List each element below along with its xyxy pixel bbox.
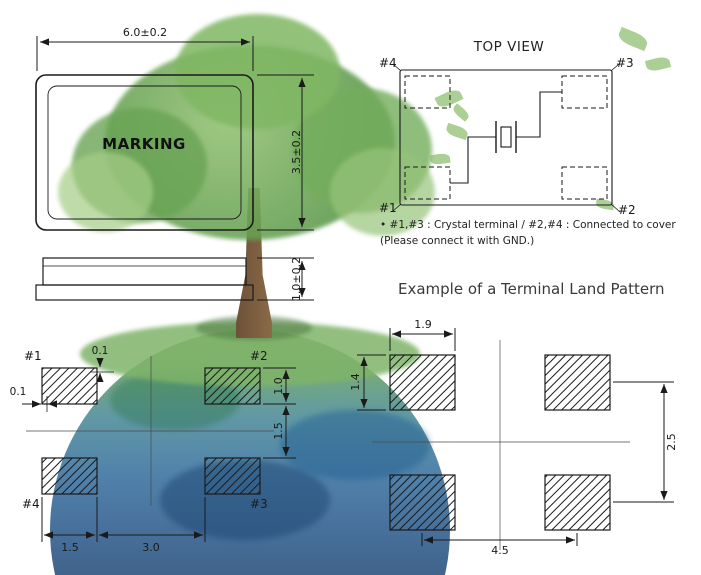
example-dim-col-pitch-label: 4.5: [491, 544, 509, 557]
land-pattern-pad1-label: #1: [24, 349, 42, 363]
top-view-title: TOP VIEW: [473, 39, 545, 55]
dim-pad-gap-label: 3.0: [142, 541, 160, 554]
land-pattern-example-heading: Example of a Terminal Land Pattern: [398, 280, 665, 298]
foliage-blob: [175, 14, 340, 129]
pad4-dashed: [404, 75, 451, 109]
pad2-dashed: [561, 166, 608, 200]
pad1-hatched: [41, 367, 98, 405]
pad3-hatched: [204, 457, 261, 495]
side-view-outline: [35, 257, 314, 301]
pad3-dashed: [561, 75, 608, 109]
land-pattern-pad4-label: #4: [22, 497, 40, 511]
front-height-dim-label: 3.5±0.2: [290, 129, 303, 175]
marking-label: MARKING: [102, 135, 186, 153]
example-pad-hatched: [544, 474, 611, 531]
example-pad-hatched: [544, 354, 611, 411]
top-view-diagram: [392, 63, 621, 213]
dim-offset-top-label: 0.1: [91, 345, 109, 357]
front-width-dim-label: 6.0±0.2: [122, 26, 168, 39]
example-dim-row-pitch-label: 2.5: [665, 433, 678, 451]
land-pattern-example-drawing: [357, 328, 674, 550]
top-view-pad4-label: #4: [379, 56, 397, 70]
terminal-note-line1: • #1,#3 : Crystal terminal / #2,#4 : Con…: [380, 219, 676, 231]
pad4-hatched: [41, 457, 98, 495]
dim-offset-left-label: 0.1: [9, 386, 27, 398]
example-dim-pad-width-label: 1.9: [414, 318, 432, 331]
example-dim-pad-height-label: 1.4: [349, 373, 362, 391]
front-view-outline: [35, 36, 314, 231]
side-thickness-dim-label: 1.0±0.2: [290, 256, 303, 302]
terminal-note-line2: (Please connect it with GND.): [380, 235, 535, 247]
example-pad-hatched: [389, 474, 456, 531]
example-pad-hatched: [389, 354, 456, 411]
pad1-dashed: [404, 166, 451, 200]
top-view-pad1-label: #1: [379, 201, 397, 215]
top-view-pad2-label: #2: [618, 203, 636, 217]
dim-pad-width-label: 1.5: [61, 541, 79, 554]
land-pattern-pad2-label: #2: [250, 349, 268, 363]
top-view-pad3-label: #3: [616, 56, 634, 70]
crystal-symbol: [450, 91, 562, 184]
land-pattern-pad3-label: #3: [250, 497, 268, 511]
foliage-blob: [330, 148, 435, 236]
pad2-hatched: [204, 367, 261, 405]
land-pattern-drawing: [22, 356, 296, 542]
dim-row-gap-label: 1.5: [272, 422, 285, 440]
globe-land-patch: [280, 410, 430, 480]
